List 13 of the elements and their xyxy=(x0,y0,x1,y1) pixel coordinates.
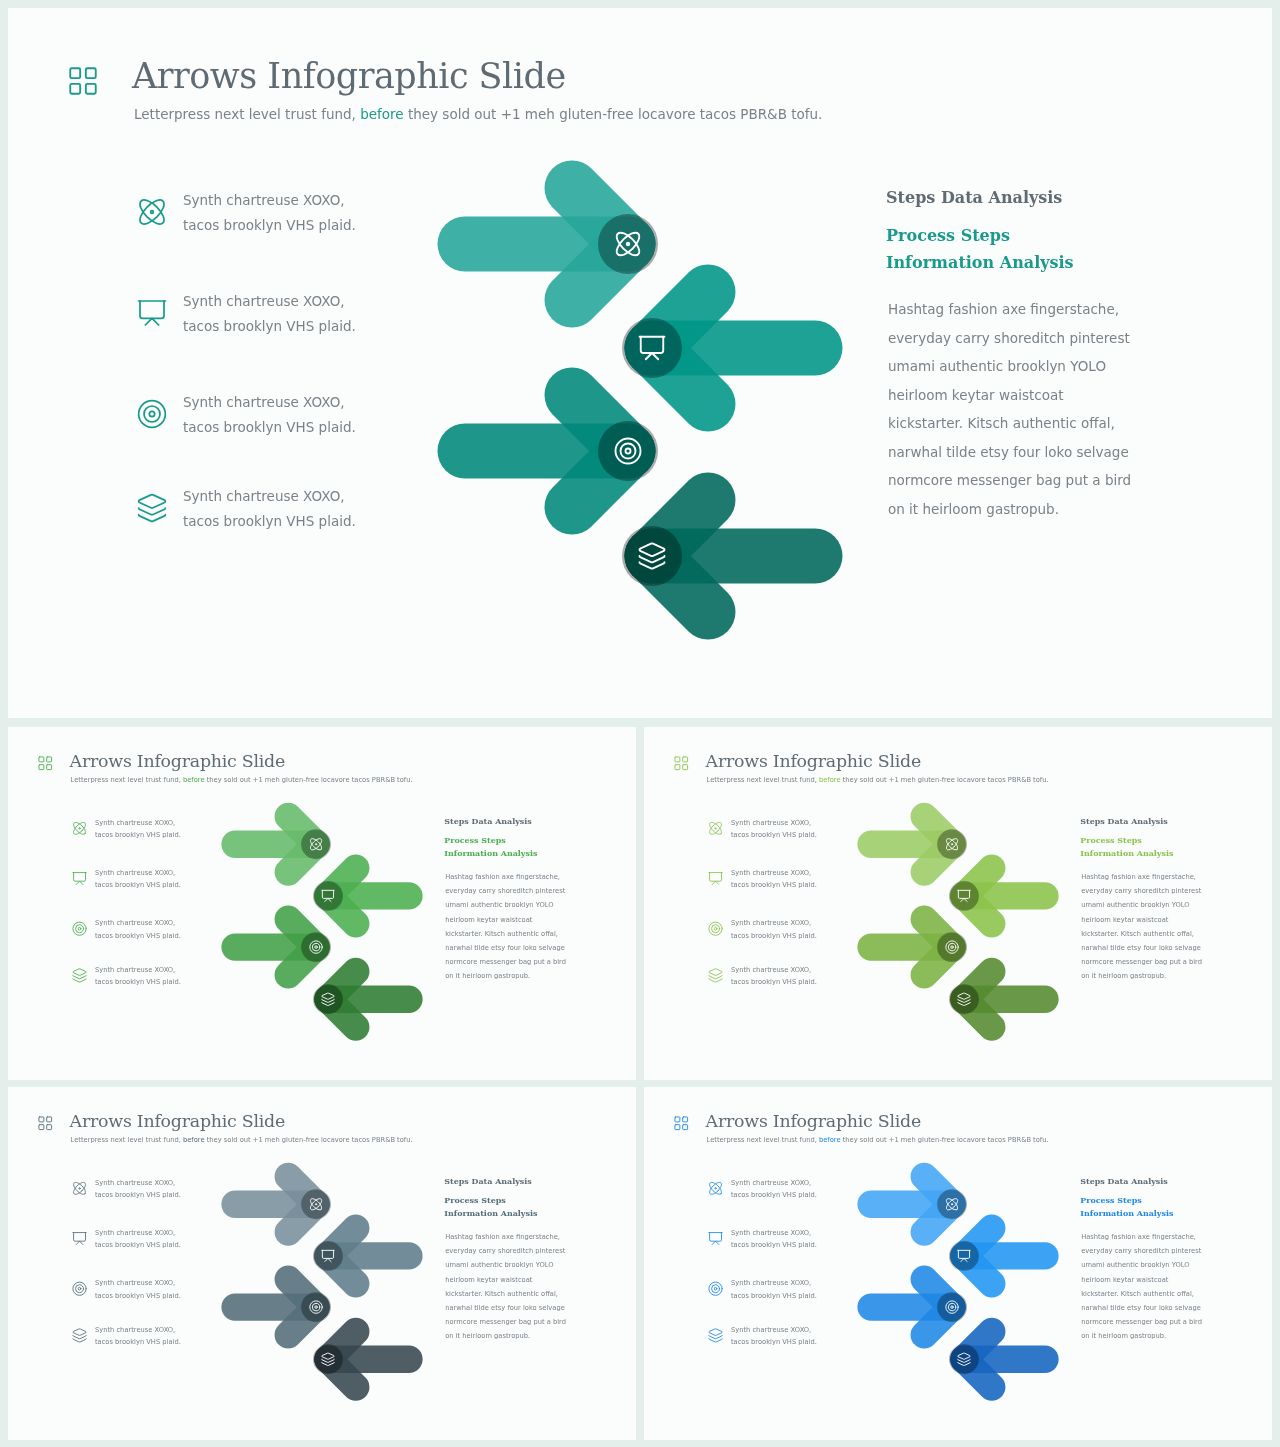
slide-title: Arrows Infographic Slide xyxy=(69,750,286,771)
item-text: Synth chartreuse XOXO, tacos brooklyn VHS plaid. xyxy=(183,292,357,336)
item-text: Synth chartreuse XOXO, tacos brooklyn VHS plaid. xyxy=(183,393,357,437)
item-text: Synth chartreuse XOXO, tacos brooklyn VHS plaid. xyxy=(183,487,357,531)
slide-title: Arrows Infographic Slide xyxy=(705,1110,922,1131)
slide-title: Arrows Infographic Slide xyxy=(69,1110,286,1131)
body-paragraph: Hashtag fashion axe fingerstache, everyday carry shoreditch pinterest umami authentic brooklyn YOLO heirloom keytar waistcoat kickstarter. Kitsch authentic offal, narwhal tilde etsy four loko selvage normcore messenger bag put a bird on it heirloom gastropub. xyxy=(888,300,1133,519)
section-subheading: Process Steps Information Analysis xyxy=(886,225,1075,274)
slide-subtitle: Letterpress next level trust fund, before they sold out +1 meh gluten-free locavore tacos PBR&B tofu. xyxy=(134,106,823,122)
section-heading: Steps Data Analysis xyxy=(886,188,1063,207)
item-text: Synth chartreuse XOXO, tacos brooklyn VHS plaid. xyxy=(183,191,357,235)
slide-title: Arrows Infographic Slide xyxy=(705,750,922,771)
slide-title: Arrows Infographic Slide xyxy=(132,56,566,96)
